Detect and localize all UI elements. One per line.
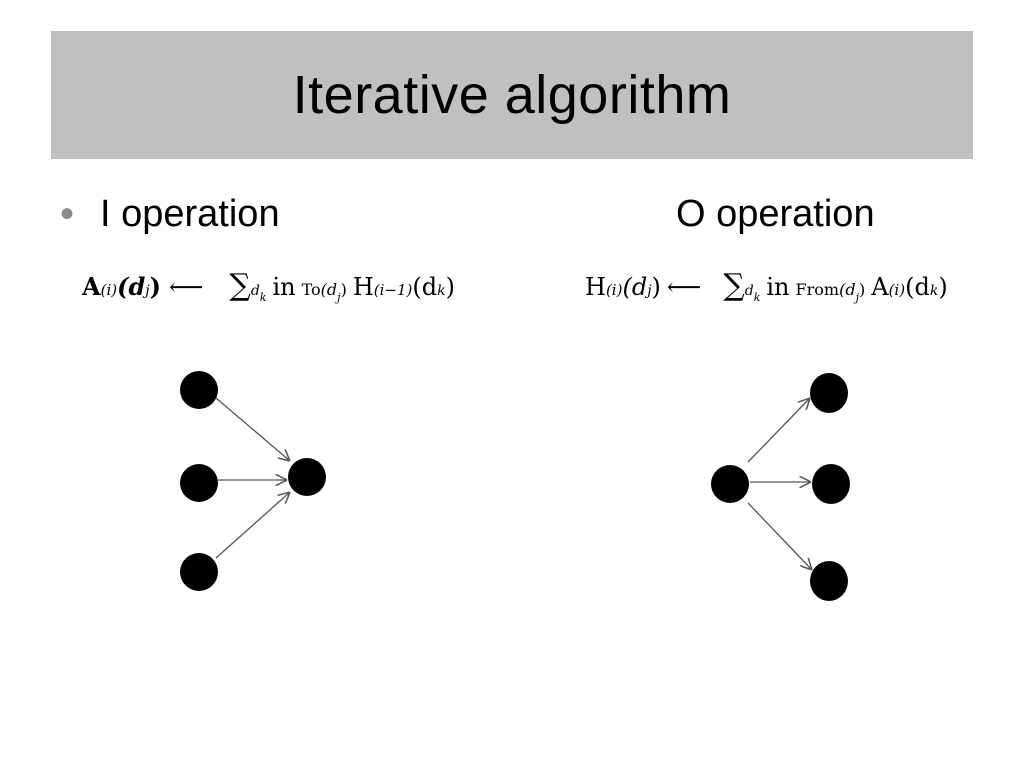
node-i-source-top — [180, 371, 218, 409]
node-o-target-middle — [812, 464, 850, 504]
edge-o-bottom — [747, 502, 812, 570]
node-i-target — [288, 458, 326, 496]
edge-o-top — [747, 398, 810, 463]
edge-i-top — [215, 397, 290, 461]
formula-i-lhs: A — [82, 272, 101, 301]
i-operation-label: I operation — [100, 193, 280, 235]
node-o-target-top — [810, 373, 848, 413]
bullet-marker: • — [60, 192, 75, 236]
node-o-target-bottom — [810, 561, 848, 601]
slide-title: Iterative algorithm — [292, 65, 732, 125]
node-i-source-middle — [180, 464, 218, 502]
left-arrow-icon: ⟵ — [168, 273, 204, 301]
o-operation-graph — [711, 373, 850, 601]
summation-icon: ∑ — [229, 268, 251, 303]
o-operation-label: O operation — [676, 193, 875, 235]
title-band: Iterative algorithm — [51, 31, 973, 159]
i-operation-graph — [180, 371, 326, 591]
left-arrow-icon: ⟵ — [666, 273, 702, 301]
edge-i-bottom — [215, 492, 290, 559]
node-i-source-bottom — [180, 553, 218, 591]
formula-o-lhs: H — [585, 273, 606, 301]
summation-icon: ∑ — [723, 268, 745, 303]
node-o-source — [711, 465, 749, 503]
